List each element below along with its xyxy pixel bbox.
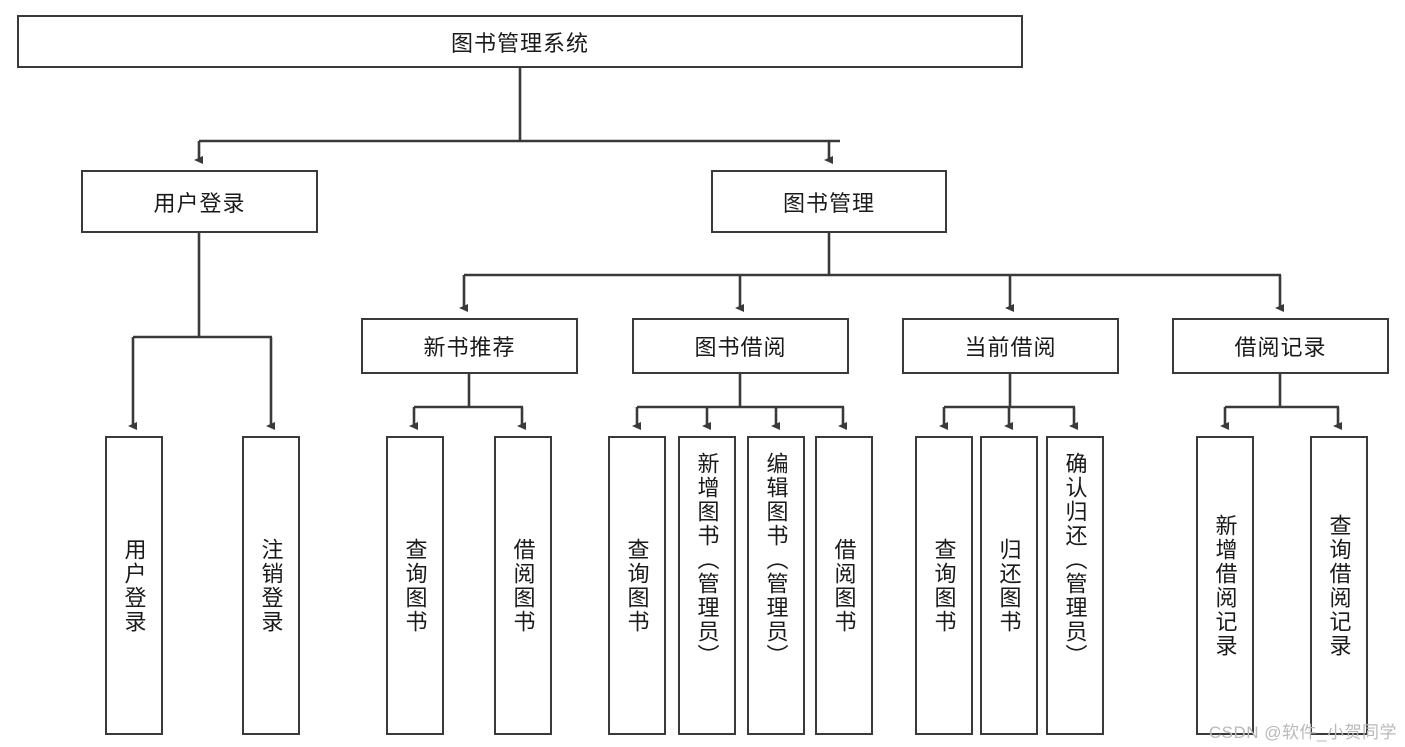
node-root[interactable]: 图书管理系统 [17, 15, 1023, 68]
node-user-login-label: 用户登录 [153, 190, 246, 216]
node-leaf-query-book-2[interactable]: 查询图书 [608, 436, 666, 735]
node-leaf-borrow-book-2[interactable]: 借阅图书 [815, 436, 873, 735]
node-leaf-add-record-label: 新增借阅记录 [1212, 513, 1238, 658]
node-leaf-user-login[interactable]: 用户登录 [105, 436, 163, 735]
node-leaf-query-record-label: 查询借阅记录 [1326, 513, 1352, 658]
node-leaf-add-record[interactable]: 新增借阅记录 [1196, 436, 1254, 735]
node-book-manage[interactable]: 图书管理 [711, 170, 947, 233]
node-leaf-confirm-return-label: 确认归还（管理员） [1062, 452, 1088, 668]
node-leaf-borrow-book-1-label: 借阅图书 [510, 537, 536, 634]
node-leaf-edit-book-label: 编辑图书（管理员） [763, 452, 789, 668]
node-leaf-confirm-return[interactable]: 确认归还（管理员） [1046, 436, 1104, 735]
node-root-label: 图书管理系统 [450, 30, 589, 56]
node-leaf-add-book[interactable]: 新增图书（管理员） [678, 436, 736, 735]
node-book-borrow-label: 图书借阅 [694, 335, 787, 360]
node-new-book-rec[interactable]: 新书推荐 [361, 318, 578, 374]
node-leaf-query-book-1[interactable]: 查询图书 [386, 436, 444, 735]
node-borrow-record[interactable]: 借阅记录 [1172, 318, 1389, 374]
node-leaf-query-book-2-label: 查询图书 [624, 537, 650, 634]
node-leaf-logout[interactable]: 注销登录 [242, 436, 300, 735]
node-leaf-query-book-3-label: 查询图书 [931, 537, 957, 634]
node-leaf-borrow-book-2-label: 借阅图书 [831, 537, 857, 634]
node-leaf-return-book[interactable]: 归还图书 [980, 436, 1038, 735]
node-current-borrow[interactable]: 当前借阅 [902, 318, 1119, 374]
node-current-borrow-label: 当前借阅 [964, 335, 1057, 360]
node-leaf-logout-label: 注销登录 [258, 537, 284, 634]
node-leaf-return-book-label: 归还图书 [996, 537, 1022, 634]
node-leaf-user-login-label: 用户登录 [121, 537, 147, 634]
node-borrow-record-label: 借阅记录 [1234, 335, 1327, 360]
watermark-text: CSDN @软件_小贺同学 [1208, 723, 1397, 742]
node-leaf-edit-book[interactable]: 编辑图书（管理员） [747, 436, 805, 735]
node-new-book-rec-label: 新书推荐 [423, 335, 516, 360]
node-leaf-query-book-3[interactable]: 查询图书 [915, 436, 973, 735]
node-leaf-add-book-label: 新增图书（管理员） [694, 452, 720, 668]
node-leaf-query-record[interactable]: 查询借阅记录 [1310, 436, 1368, 735]
node-book-manage-label: 图书管理 [782, 190, 875, 216]
node-user-login[interactable]: 用户登录 [81, 170, 318, 233]
node-book-borrow[interactable]: 图书借阅 [632, 318, 849, 374]
node-leaf-query-book-1-label: 查询图书 [402, 537, 428, 634]
node-leaf-borrow-book-1[interactable]: 借阅图书 [494, 436, 552, 735]
